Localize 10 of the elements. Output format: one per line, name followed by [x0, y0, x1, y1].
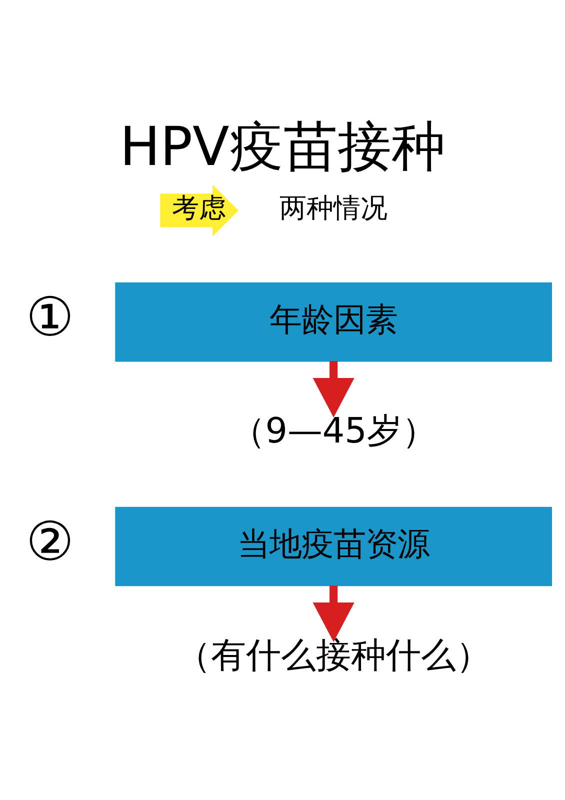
arrow [312, 586, 354, 642]
node-text: 两种情况 [280, 193, 388, 224]
node-text: （9—45岁） [230, 412, 437, 452]
node-label: ① [26, 285, 74, 348]
arrow [312, 361, 354, 418]
diagram-title: HPV疫苗接种 [120, 114, 446, 178]
node-box: 当地疫苗资源 [115, 506, 552, 586]
node-text: （有什么接种什么） [176, 636, 492, 676]
node-box: 年龄因素 [115, 282, 552, 362]
node-label: ② [26, 510, 74, 573]
